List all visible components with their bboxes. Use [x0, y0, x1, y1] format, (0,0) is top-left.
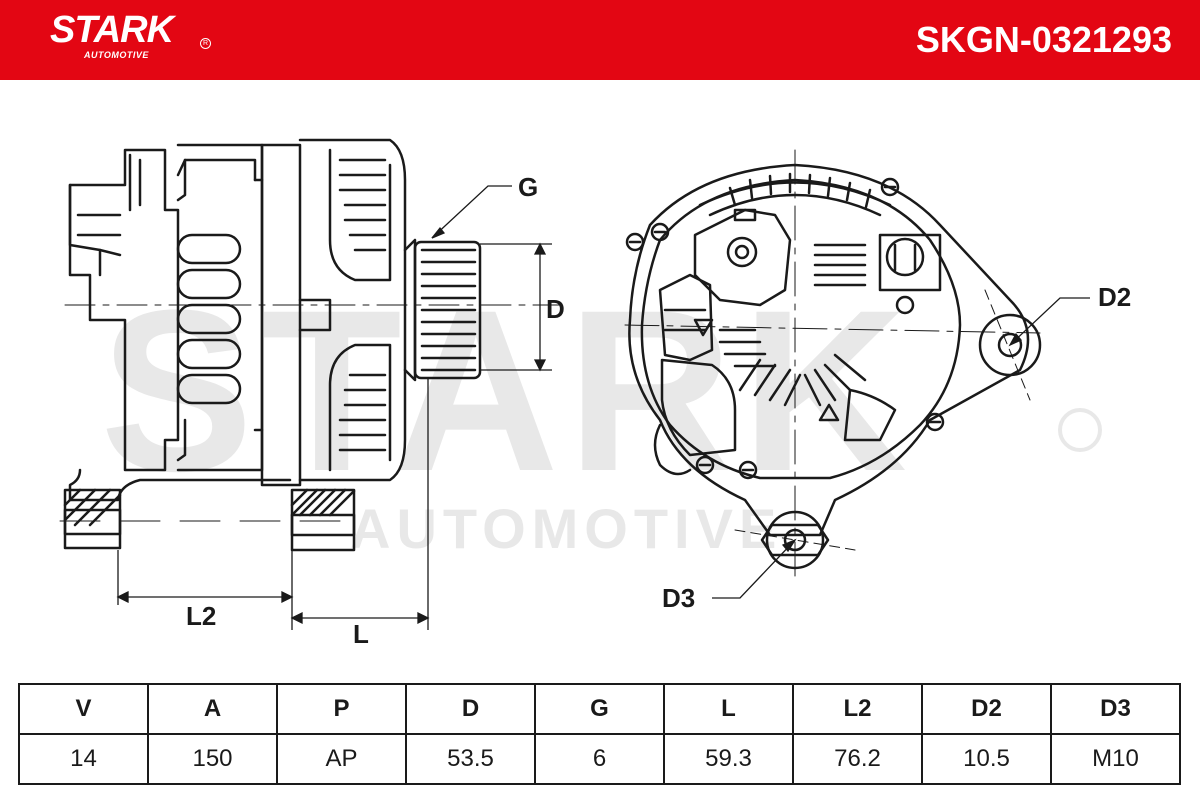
- registered-mark-icon: R: [200, 38, 211, 49]
- spec-value: 53.5: [405, 733, 536, 785]
- label-d3: D3: [662, 583, 695, 613]
- label-l: L: [353, 619, 369, 649]
- spec-value: M10: [1050, 733, 1181, 785]
- label-d: D: [546, 294, 565, 324]
- spec-header: V: [18, 683, 149, 735]
- label-l2: L2: [186, 601, 216, 631]
- watermark-registered-icon: [1058, 408, 1102, 452]
- rear-view-dimensions: [712, 297, 1090, 599]
- part-number: SKGN-0321293: [915, 19, 1172, 60]
- stark-logo: STARK R AUTOMOTIVE: [50, 8, 211, 64]
- spec-value: AP: [276, 733, 407, 785]
- logo-subtitle: AUTOMOTIVE: [84, 50, 149, 60]
- spec-value: 59.3: [663, 733, 794, 785]
- spec-header: D2: [921, 683, 1052, 735]
- spec-value: 150: [147, 733, 278, 785]
- label-d2: D2: [1098, 282, 1131, 312]
- spec-header-row: V A P D G L L2 D2 D3: [18, 683, 1181, 735]
- spec-header: D: [405, 683, 536, 735]
- spec-header: L2: [792, 683, 923, 735]
- side-view: [59, 138, 561, 552]
- spec-header: A: [147, 683, 278, 735]
- rear-view: [624, 149, 1042, 581]
- spec-value: 10.5: [921, 733, 1052, 785]
- spec-value-row: 14 150 AP 53.5 6 59.3 76.2 10.5 M10: [18, 733, 1181, 785]
- spec-header: P: [276, 683, 407, 735]
- spec-header: D3: [1050, 683, 1181, 735]
- spec-value: 76.2: [792, 733, 923, 785]
- spec-table: V A P D G L L2 D2 D3 14 150 AP 53.5 6 59…: [18, 683, 1181, 785]
- watermark: STARK AUTOMOTIVE: [100, 262, 1102, 560]
- label-g: G: [518, 172, 538, 202]
- spec-value: 14: [18, 733, 149, 785]
- alternator-drawing: STARK AUTOMOTIVE: [59, 138, 1131, 649]
- spec-value: 6: [534, 733, 665, 785]
- side-view-dimensions: [116, 185, 552, 630]
- header-bar: STARK R AUTOMOTIVE SKGN-0321293: [0, 0, 1200, 80]
- logo-text: STARK: [50, 9, 174, 51]
- spec-header: G: [534, 683, 665, 735]
- watermark-sub: AUTOMOTIVE: [350, 497, 782, 560]
- spec-header: L: [663, 683, 794, 735]
